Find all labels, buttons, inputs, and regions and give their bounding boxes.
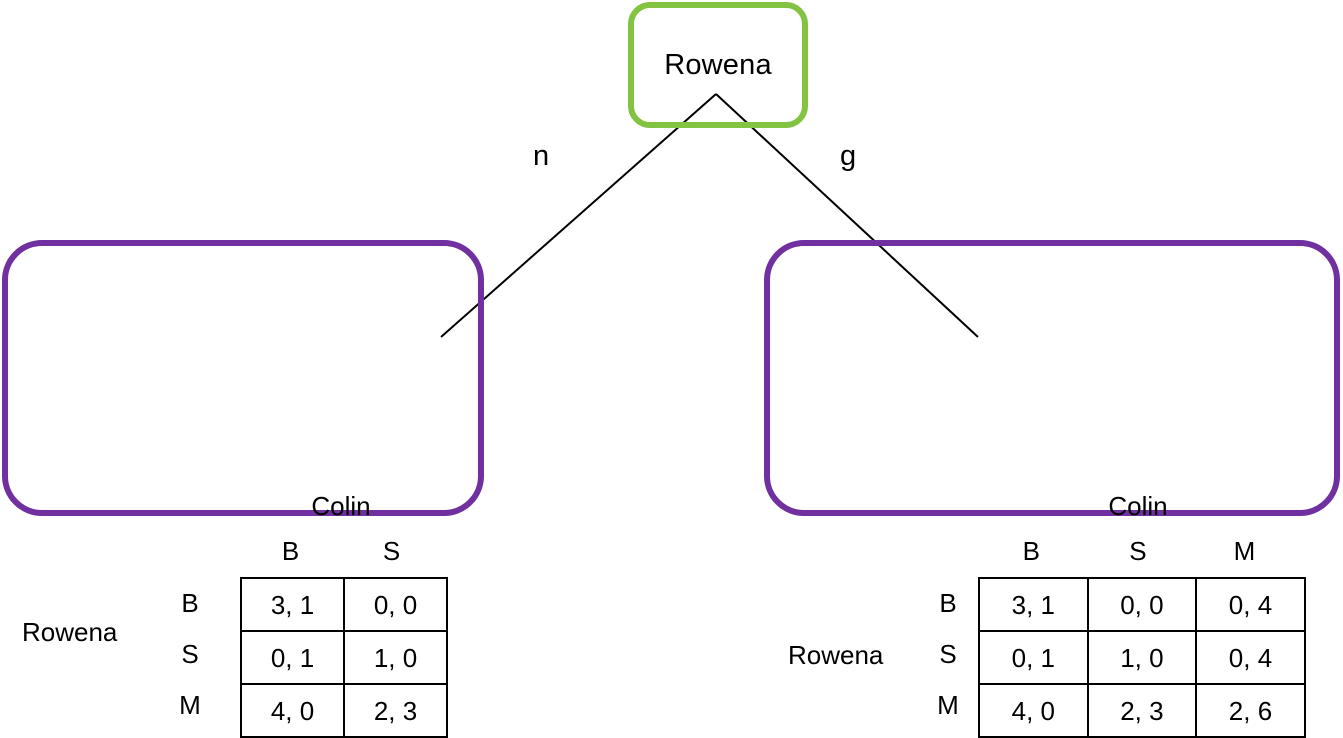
column-header-b: B <box>281 536 300 566</box>
col-player-label-right: Colin <box>1108 491 1168 521</box>
payoff-table-right: 3, 1 0, 0 0, 4 0, 1 1, 0 0, 4 4, 0 2, 3 … <box>978 577 1306 738</box>
row-player-label-left: Rowena <box>22 617 118 647</box>
col-player-label-left: Colin <box>311 491 371 521</box>
root-node-label: Rowena <box>664 49 772 81</box>
table-row: 0, 1 1, 0 <box>240 630 448 685</box>
root-node-rowena[interactable] <box>628 2 808 128</box>
column-header-b: B <box>1022 536 1040 566</box>
payoff-cell: 0, 1 <box>978 630 1089 685</box>
payoff-cell: 2, 3 <box>1086 683 1198 738</box>
row-header-b: B <box>181 587 199 618</box>
payoff-cell: 4, 0 <box>978 683 1089 738</box>
row-header-b: B <box>939 587 957 618</box>
payoff-table-left: 3, 1 0, 0 0, 1 1, 0 4, 0 2, 3 <box>240 577 448 738</box>
row-header-s: S <box>939 638 957 669</box>
column-headers-left: B S <box>240 536 442 566</box>
subgame-box-left[interactable] <box>2 240 484 516</box>
subgame-box-right[interactable] <box>764 240 1340 516</box>
payoff-cell: 4, 0 <box>240 683 345 738</box>
table-row: 4, 0 2, 3 <box>240 683 448 738</box>
edge-label-g: g <box>840 140 857 172</box>
payoff-cell: 1, 0 <box>1086 630 1198 685</box>
column-headers-right: B S M <box>978 536 1298 566</box>
column-header-m: M <box>1233 536 1256 566</box>
row-header-m: M <box>179 689 201 720</box>
payoff-cell: 0, 4 <box>1195 577 1306 632</box>
payoff-cell: 2, 6 <box>1195 683 1306 738</box>
payoff-cell: 0, 1 <box>240 630 345 685</box>
table-row: 3, 1 0, 0 0, 4 <box>978 577 1306 632</box>
payoff-matrix-left: Colin Rowena B S B S M 3, 1 0, 0 0, 1 1,… <box>0 240 484 738</box>
payoff-matrix-right: Colin Rowena B S M B S M 3, 1 0, 0 0, 4 … <box>764 240 1340 738</box>
edge-label-n: n <box>533 140 550 172</box>
row-headers-left: B S M <box>175 577 205 730</box>
payoff-cell: 1, 0 <box>343 630 448 685</box>
table-row: 3, 1 0, 0 <box>240 577 448 632</box>
row-header-s: S <box>181 638 199 669</box>
table-row: 0, 1 1, 0 0, 4 <box>978 630 1306 685</box>
column-header-s: S <box>382 536 401 566</box>
payoff-cell: 3, 1 <box>240 577 345 632</box>
payoff-cell: 0, 4 <box>1195 630 1306 685</box>
table-row: 4, 0 2, 3 2, 6 <box>978 683 1306 738</box>
payoff-cell: 3, 1 <box>978 577 1089 632</box>
payoff-cell: 0, 0 <box>1086 577 1198 632</box>
column-header-s: S <box>1129 536 1147 566</box>
payoff-cell: 2, 3 <box>343 683 448 738</box>
row-headers-right: B S M <box>933 577 963 730</box>
row-player-label-right: Rowena <box>788 640 884 670</box>
row-header-m: M <box>937 689 959 720</box>
payoff-cell: 0, 0 <box>343 577 448 632</box>
